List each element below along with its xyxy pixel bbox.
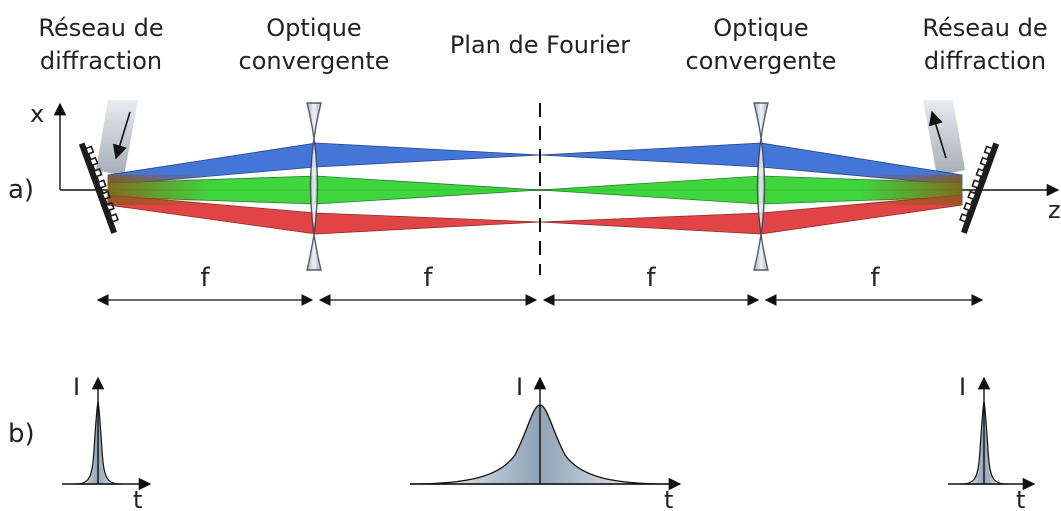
beams-left: [107, 142, 541, 235]
focal-label-1: f: [200, 263, 210, 293]
grating-right: [959, 142, 1000, 234]
fourier-time-label: t: [664, 486, 673, 511]
fourier-intensity-label: I: [516, 373, 523, 401]
beams-right: [539, 142, 963, 235]
heading-grating-right: Réseau de diffraction: [922, 14, 1047, 75]
grating-left-line2: diffraction: [40, 47, 162, 75]
lens-left: [306, 102, 322, 271]
output-intensity-label: I: [959, 373, 966, 401]
heading-grating-left: Réseau de diffraction: [38, 14, 163, 75]
lens-right: [753, 102, 769, 271]
grating-right-line1: Réseau de: [922, 14, 1047, 42]
grating-left-line1: Réseau de: [38, 14, 163, 42]
heading-lens-left: Optique convergente: [239, 14, 390, 75]
focal-label-4: f: [870, 263, 880, 293]
focal-length-row: f f f f: [96, 263, 984, 306]
lens-right-line2: convergente: [686, 47, 837, 75]
focal-label-3: f: [646, 263, 656, 293]
focal-label-2: f: [423, 263, 433, 293]
output-time-label: t: [1016, 486, 1025, 511]
input-intensity-label: I: [73, 373, 80, 401]
input-pulse-plot: I t: [62, 373, 152, 511]
input-time-label: t: [133, 486, 142, 511]
x-axis-label: x: [30, 100, 44, 128]
heading-fourier-plane: Plan de Fourier: [450, 31, 630, 59]
panel-label-b: b): [8, 419, 35, 449]
grating-right-line2: diffraction: [924, 47, 1046, 75]
z-axis-label: z: [1048, 196, 1061, 224]
lens-left-line2: convergente: [239, 47, 390, 75]
fourier-pulse-plot: I t: [409, 373, 682, 511]
fourier-plane-pulse: [409, 404, 669, 485]
heading-lens-right: Optique convergente: [686, 14, 837, 75]
output-pulse-plot: I t: [948, 373, 1036, 511]
outgoing-beam-right: [923, 100, 965, 176]
lens-right-line1: Optique: [713, 14, 808, 42]
incoming-beam-left: [96, 100, 138, 176]
panel-label-a: a): [8, 175, 34, 205]
grating-left: [78, 142, 119, 234]
lens-left-line1: Optique: [266, 14, 361, 42]
